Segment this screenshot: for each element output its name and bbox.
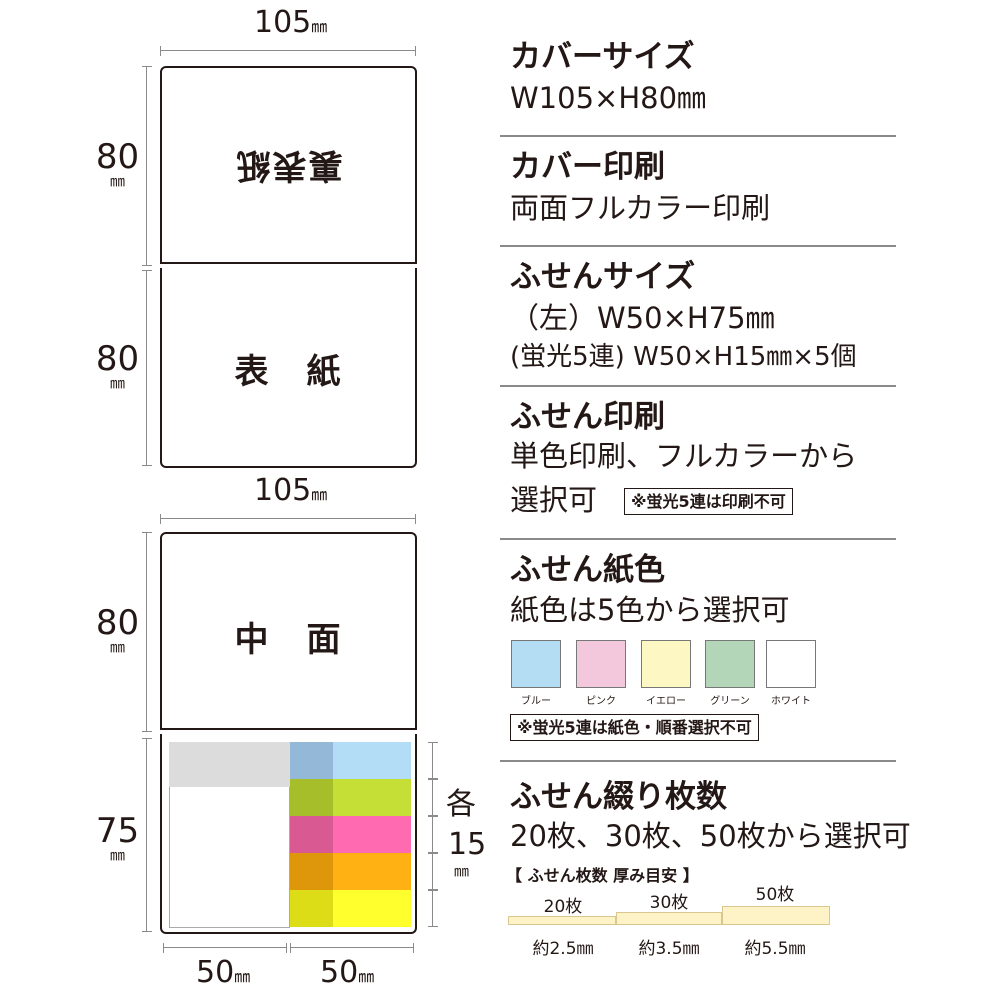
cover-front-height-label: 80 ㎜ bbox=[95, 339, 140, 392]
inner-width-dimension-line bbox=[160, 514, 416, 524]
strip-2-right bbox=[333, 779, 411, 816]
sticky-height-label: 75 ㎜ bbox=[95, 811, 140, 864]
divider bbox=[500, 760, 896, 762]
sticky-print-line2: 選択可 bbox=[510, 483, 598, 517]
back-cover-panel: 裏表紙 bbox=[160, 66, 417, 268]
strip-4-right bbox=[333, 853, 411, 890]
inner-height-label: 80 ㎜ bbox=[95, 603, 140, 656]
pad-50 bbox=[722, 906, 830, 925]
bottom-right-width-dimension-line bbox=[290, 943, 414, 953]
back-cover-label: 裏表紙 bbox=[234, 145, 343, 185]
sticky-note-large-gray-band bbox=[169, 742, 290, 787]
strip-5-left bbox=[290, 890, 333, 927]
swatch-label-yellow: イエロー bbox=[646, 696, 686, 707]
sheet-count-value: 20枚、30枚、50枚から選択可 bbox=[510, 819, 911, 853]
sticky-print-line1: 単色印刷、フルカラーから bbox=[510, 439, 858, 473]
swatch-white bbox=[766, 640, 816, 688]
swatch-yellow bbox=[641, 640, 691, 688]
front-cover-label: 表 紙 bbox=[234, 352, 343, 392]
pad-50-thickness: 約5.5㎜ bbox=[744, 939, 806, 959]
cover-back-height-label: 80 ㎜ bbox=[95, 137, 140, 190]
strip-1-left bbox=[290, 742, 333, 779]
paper-color-value: 紙色は5色から選択可 bbox=[510, 593, 790, 627]
swatch-label-green: グリーン bbox=[710, 696, 750, 707]
cover-width-label: 105㎜ bbox=[254, 5, 328, 40]
cover-front-height-dimension-line bbox=[142, 270, 152, 466]
thickness-guide-title: 【 ふせん枚数 厚み目安 】 bbox=[506, 866, 699, 885]
pad-30-count: 30枚 bbox=[649, 893, 689, 913]
strip-4-left bbox=[290, 853, 333, 890]
cover-back-height-dimension-line bbox=[142, 66, 152, 266]
sticky-size-line1: （左）W50×H75㎜ bbox=[510, 301, 775, 335]
strip-3-left bbox=[290, 816, 333, 853]
strip-dimension-line-3 bbox=[428, 816, 438, 853]
pad-30 bbox=[616, 912, 722, 925]
sticky-print-title: ふせん印刷 bbox=[510, 399, 665, 435]
bottom-left-width-label: 50㎜ bbox=[196, 955, 251, 990]
each-unit: ㎜ bbox=[454, 862, 470, 880]
divider bbox=[500, 245, 896, 247]
strip-5-right bbox=[333, 890, 411, 927]
each-value: 15 bbox=[448, 827, 487, 862]
sticky-print-note: ※蛍光5連は印刷不可 bbox=[624, 488, 793, 515]
bottom-right-width-label: 50㎜ bbox=[320, 955, 375, 990]
cover-print-value: 両面フルカラー印刷 bbox=[510, 191, 771, 225]
sticky-size-title: ふせんサイズ bbox=[510, 259, 696, 295]
inner-label: 中 面 bbox=[234, 620, 343, 660]
swatch-label-white: ホワイト bbox=[771, 696, 811, 707]
inner-width-label: 105㎜ bbox=[254, 473, 328, 508]
pad-30-thickness: 約3.5㎜ bbox=[638, 939, 700, 959]
strip-dimension-line-2 bbox=[428, 779, 438, 816]
cover-size-value: W105×H80㎜ bbox=[510, 81, 707, 115]
paper-color-note: ※蛍光5連は紙色・順番選択不可 bbox=[510, 714, 759, 741]
swatch-green bbox=[705, 640, 755, 688]
swatch-label-pink: ピンク bbox=[586, 696, 616, 707]
strip-dimension-line-1 bbox=[428, 742, 438, 779]
pad-50-count: 50枚 bbox=[755, 885, 795, 905]
sticky-size-line2: (蛍光5連) W50×H15㎜×5個 bbox=[510, 342, 857, 372]
inner-height-dimension-line bbox=[142, 532, 152, 732]
inner-panel: 中 面 bbox=[160, 532, 417, 734]
sheet-count-title: ふせん綴り枚数 bbox=[510, 779, 727, 815]
pad-20-count: 20枚 bbox=[543, 897, 583, 917]
swatch-blue bbox=[511, 640, 561, 688]
cover-print-title: カバー印刷 bbox=[510, 149, 665, 185]
divider bbox=[500, 385, 896, 387]
front-cover-panel: 表 紙 bbox=[160, 268, 417, 468]
divider bbox=[500, 135, 896, 137]
strip-3-right bbox=[333, 816, 411, 853]
pad-20 bbox=[508, 916, 616, 925]
paper-color-title: ふせん紙色 bbox=[510, 552, 665, 588]
bottom-left-width-dimension-line bbox=[163, 943, 287, 953]
each-label: 各 bbox=[446, 787, 476, 822]
sticky-height-dimension-line bbox=[142, 738, 152, 932]
strip-dimension-line-5 bbox=[428, 890, 438, 927]
cover-size-title: カバーサイズ bbox=[510, 39, 695, 75]
strip-2-left bbox=[290, 779, 333, 816]
sticky-panel bbox=[160, 734, 417, 934]
strip-dimension-line-4 bbox=[428, 853, 438, 890]
cover-width-dimension-line bbox=[160, 46, 416, 56]
swatch-label-blue: ブルー bbox=[521, 696, 551, 707]
strip-1-right bbox=[333, 742, 411, 779]
pad-20-thickness: 約2.5㎜ bbox=[532, 939, 594, 959]
divider bbox=[500, 538, 896, 540]
swatch-pink bbox=[576, 640, 626, 688]
